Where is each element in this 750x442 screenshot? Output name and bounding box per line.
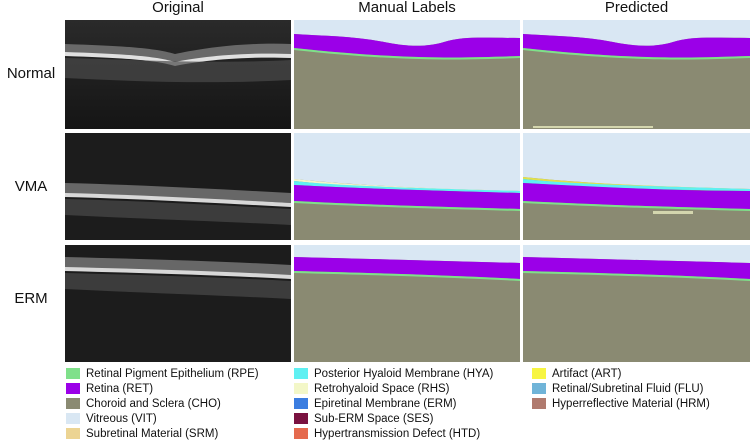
legend-label: Vitreous (VIT) [86, 413, 157, 425]
oct-scan-normal [65, 20, 291, 129]
legend-swatch [66, 368, 80, 379]
legend-label: Hypertransmission Defect (HTD) [314, 428, 481, 440]
legend-swatch [294, 368, 308, 379]
legend-label: Retina (RET) [86, 383, 154, 395]
oct-scan-erm [65, 245, 291, 362]
legend-label: Retinal/Subretinal Fluid (FLU) [552, 383, 704, 395]
column-header-predicted: Predicted [604, 0, 669, 16]
legend-label: Choroid and Sclera (CHO) [86, 398, 221, 410]
predicted-vma [523, 133, 750, 240]
legend-label: Posterior Hyaloid Membrane (HYA) [314, 368, 494, 380]
legend-swatch [66, 428, 80, 439]
legend-swatch [66, 413, 80, 424]
legend-swatch [532, 398, 546, 409]
segmentation-predicted-vma [523, 133, 750, 240]
manual-labels-vma [294, 133, 520, 240]
legend-label: Hyperreflective Material (HRM) [552, 398, 710, 410]
legend-label: Epiretinal Membrane (ERM) [314, 398, 457, 410]
legend-swatch [294, 413, 308, 424]
row-label-erm: ERM [14, 290, 48, 307]
legend-swatch [66, 383, 80, 394]
legend-label: Subretinal Material (SRM) [86, 428, 219, 440]
segmentation-manual-erm [294, 245, 520, 362]
legend-swatch [66, 398, 80, 409]
column-header-manual-labels: Manual Labels [358, 0, 456, 16]
legend-swatch [294, 398, 308, 409]
legend-label: Retrohyaloid Space (RHS) [314, 383, 450, 395]
segmentation-manual-vma [294, 133, 520, 240]
segmentation-predicted-normal [523, 20, 750, 129]
legend-swatch [294, 383, 308, 394]
manual-labels-erm [294, 245, 520, 362]
manual-labels-normal [294, 20, 520, 129]
segmentation-manual-normal [294, 20, 520, 129]
legend-swatch [532, 383, 546, 394]
legend-label: Artifact (ART) [552, 368, 622, 380]
legend-swatch [532, 368, 546, 379]
oct-image-erm [65, 245, 291, 362]
legend-label: Retinal Pigment Epithelium (RPE) [86, 368, 259, 380]
oct-scan-vma [65, 133, 291, 240]
oct-image-normal [65, 20, 291, 129]
legend: Retinal Pigment Epithelium (RPE) Retina … [0, 365, 750, 442]
column-header-original: Original [152, 0, 204, 16]
legend-label: Sub-ERM Space (SES) [314, 413, 434, 425]
oct-image-vma [65, 133, 291, 240]
row-label-vma: VMA [14, 178, 48, 195]
row-label-normal: Normal [6, 65, 56, 82]
legend-swatch [294, 428, 308, 439]
segmentation-predicted-erm [523, 245, 750, 362]
predicted-normal [523, 20, 750, 129]
predicted-erm [523, 245, 750, 362]
